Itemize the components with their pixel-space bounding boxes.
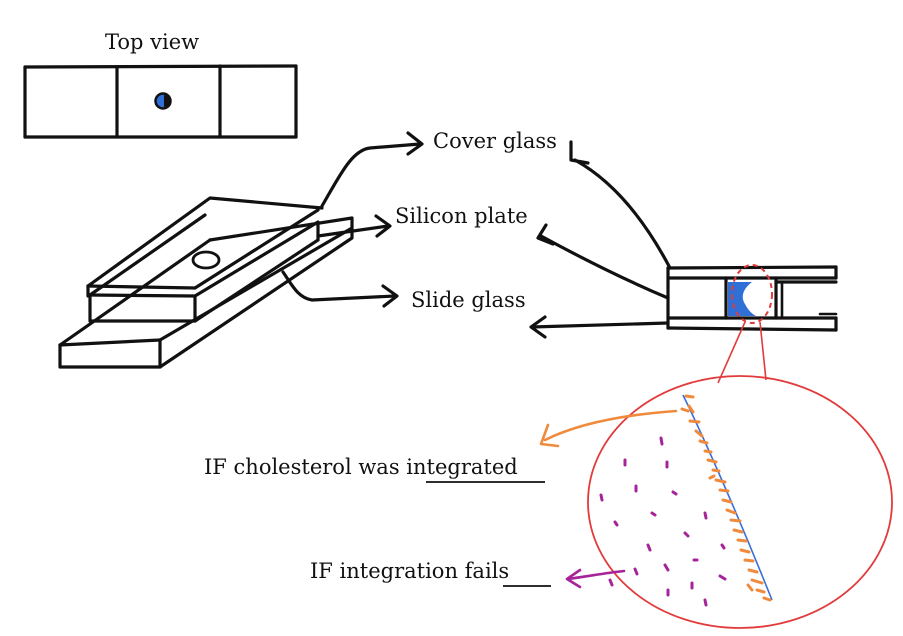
layer-labels: Cover glass Silicon plate Slide glass xyxy=(395,129,557,312)
if-integrated-emph: integrated xyxy=(406,455,517,479)
arrow-side-slide xyxy=(530,321,670,329)
focus-region xyxy=(731,264,773,324)
top-view-group: Top view xyxy=(23,30,298,139)
arrow-slide-glass-head-icon xyxy=(381,284,399,308)
top-view-label: Top view xyxy=(105,30,199,54)
arrow-silicon-plate-head-icon xyxy=(374,214,392,238)
magenta-dots xyxy=(599,436,727,607)
zoom-connector-left xyxy=(717,321,746,384)
if-integrated-prefix: IF cholesterol was xyxy=(204,455,406,479)
if-integrated-label: IF cholesterol was integrated xyxy=(204,455,518,479)
arrow-slide-glass xyxy=(281,270,397,302)
slide-glass-label: Slide glass xyxy=(411,288,526,312)
magenta-arrow xyxy=(565,568,626,589)
top-view-well xyxy=(154,92,172,110)
cover-glass-label: Cover glass xyxy=(433,129,557,153)
if-fails-emph: fails xyxy=(465,559,510,583)
orange-arrow-head-icon xyxy=(539,423,560,448)
right-arrows xyxy=(529,140,672,339)
silicon-plate-label: Silicon plate xyxy=(395,204,528,228)
well-hole-3d xyxy=(191,250,221,270)
silicon-plate-3d xyxy=(88,213,320,323)
arrow-side-silicon-head-icon xyxy=(536,223,555,246)
side-view xyxy=(666,264,838,332)
arrow-side-cover-glass xyxy=(573,158,672,270)
perspective-stack xyxy=(58,196,354,369)
cover-glass-3d xyxy=(86,196,324,298)
magenta-arrow-head-icon xyxy=(565,568,582,589)
if-fails-prefix: IF integration xyxy=(310,559,465,583)
slide-glass-3d xyxy=(58,216,354,369)
zoom-view xyxy=(587,321,893,629)
arrow-cover-glass-head-icon xyxy=(406,131,424,156)
left-arrows xyxy=(281,131,424,308)
outcome-labels: IF cholesterol was integrated IF integra… xyxy=(204,455,551,587)
orange-dashes xyxy=(680,394,772,602)
interface-line xyxy=(682,394,773,601)
arrow-side-slide-head-icon xyxy=(529,315,547,339)
arrow-silicon-plate xyxy=(316,224,390,238)
top-view-slide xyxy=(23,64,298,139)
arrow-side-cover-glass-head-icon xyxy=(569,140,590,165)
orange-arrow xyxy=(539,409,678,448)
zoom-circle xyxy=(587,375,893,629)
arrow-side-silicon xyxy=(539,234,670,300)
zoom-connector-right xyxy=(759,321,767,381)
if-fails-label: IF integration fails xyxy=(310,559,509,583)
arrow-cover-glass xyxy=(320,142,422,208)
